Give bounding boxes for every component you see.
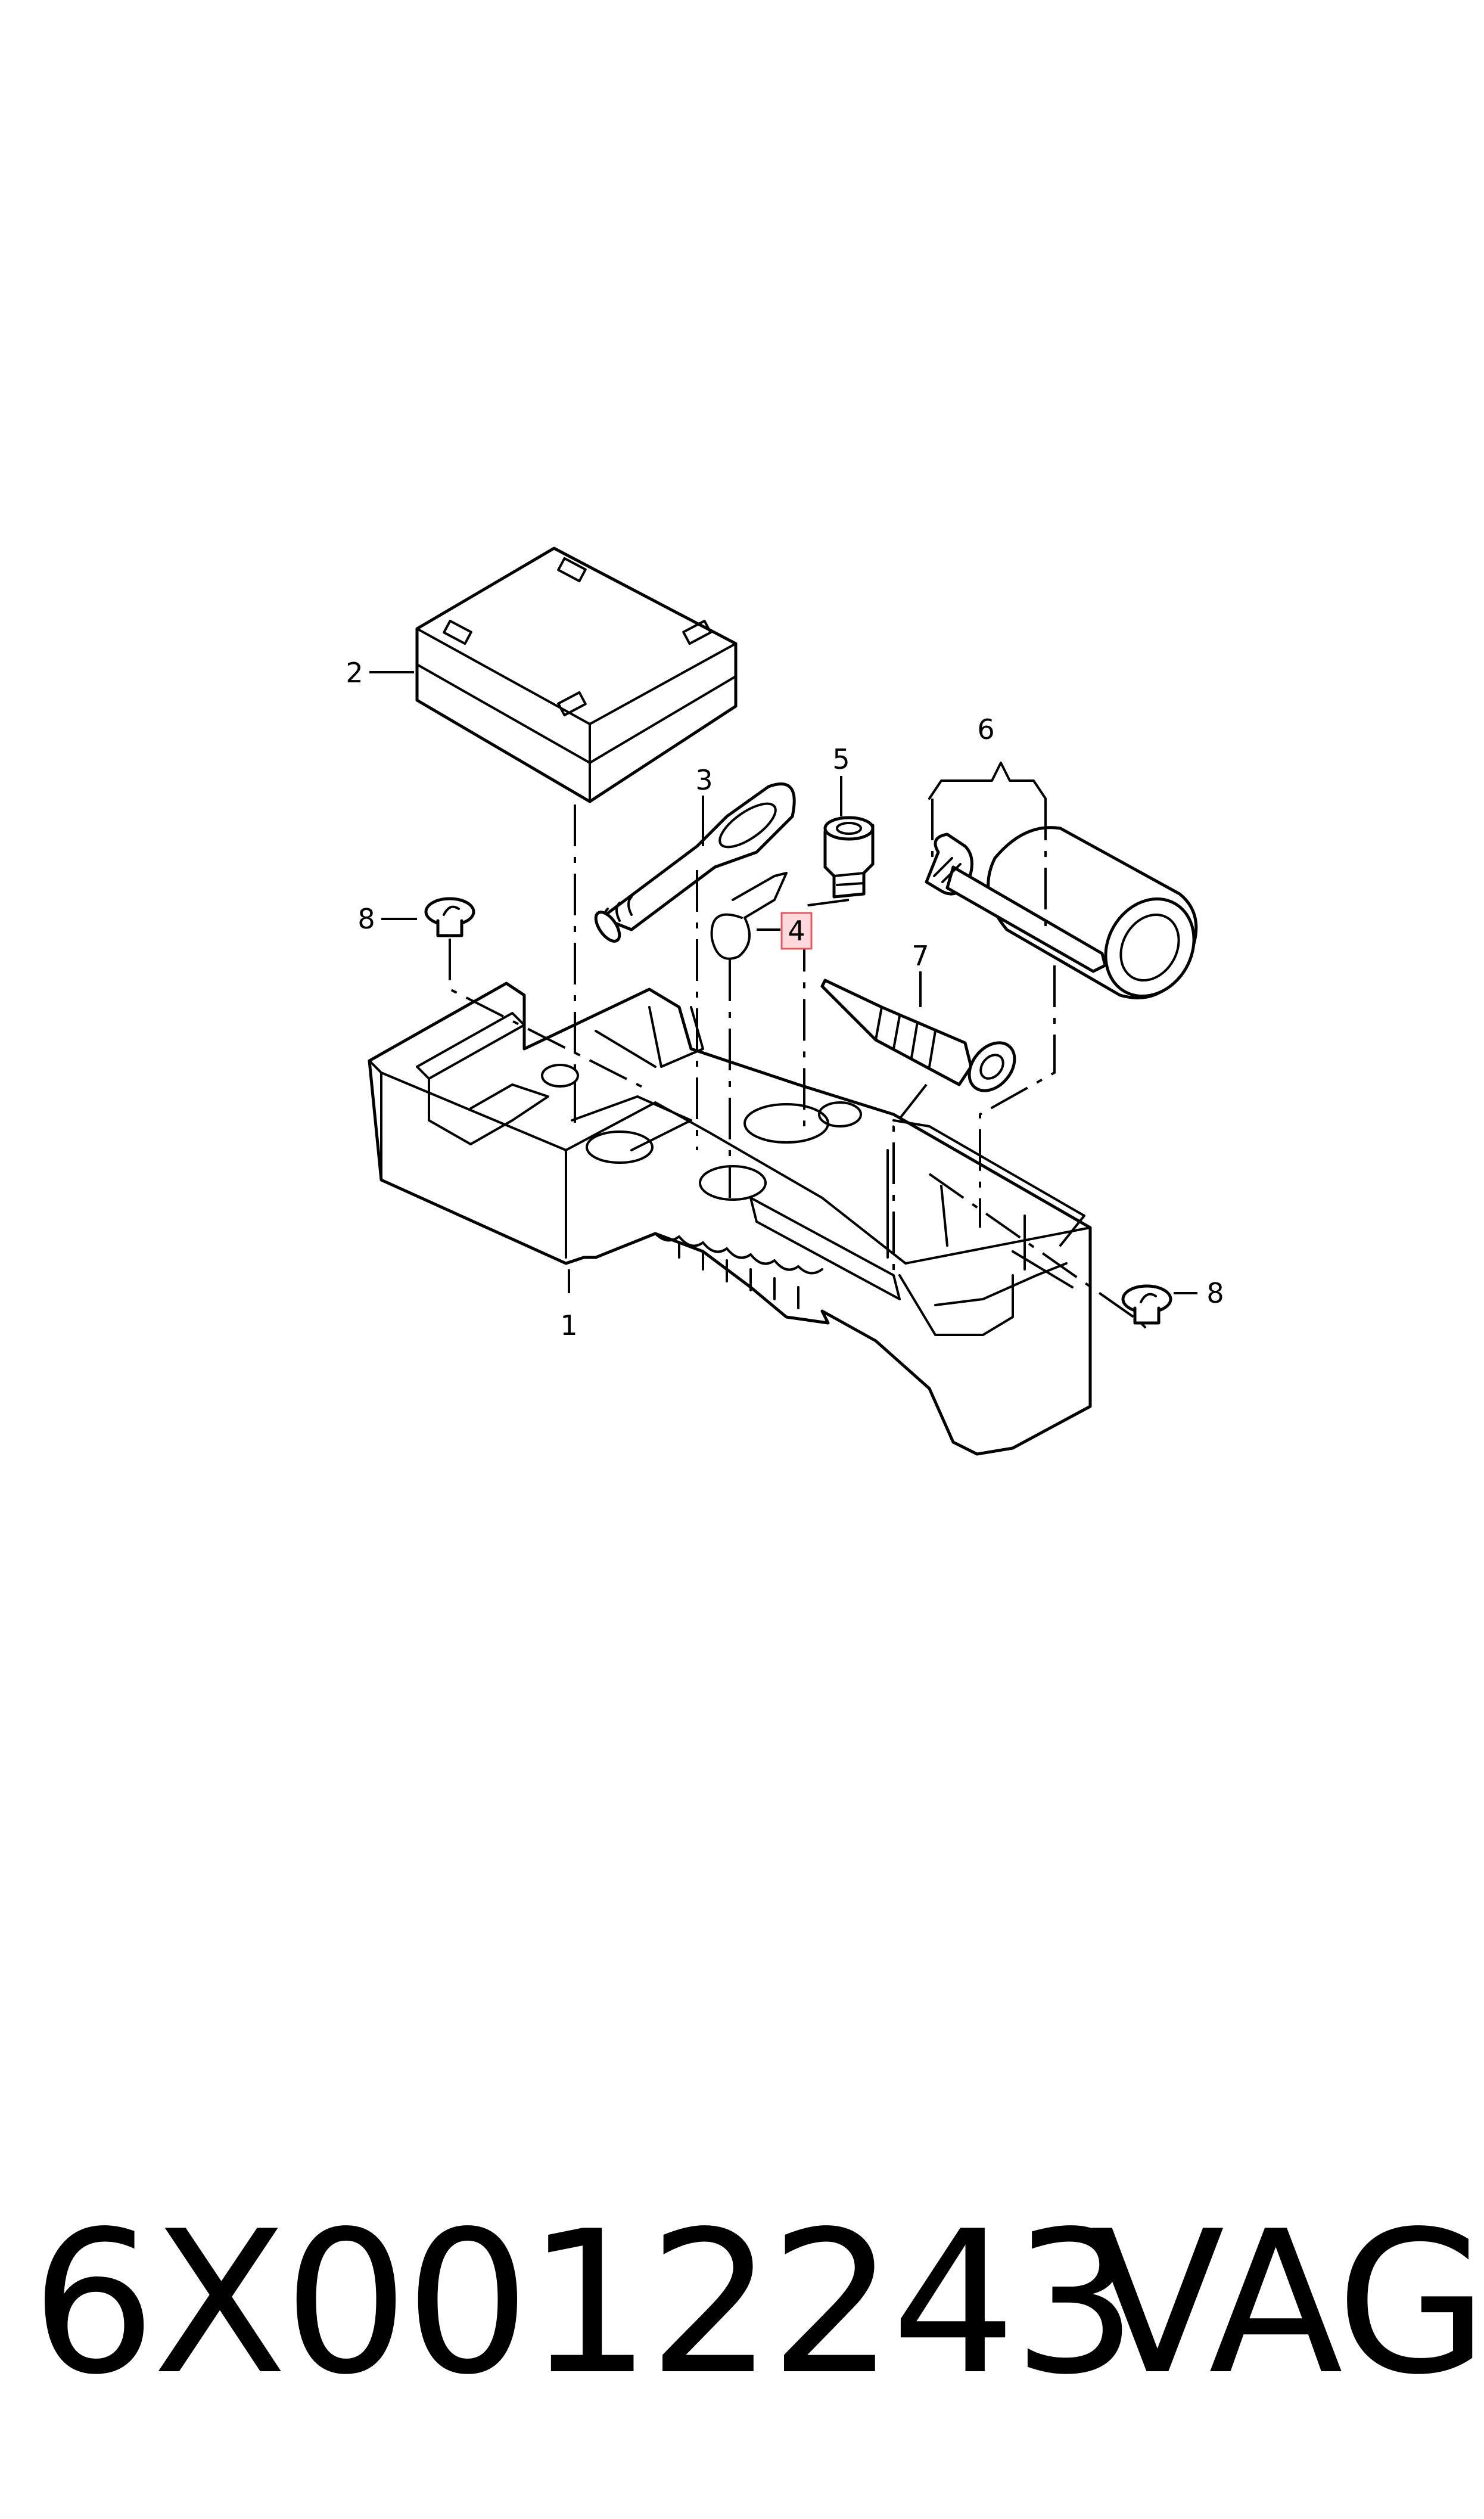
push-clip-part-8-right bbox=[1121, 1284, 1172, 1325]
push-clip-part-8-left bbox=[424, 897, 475, 937]
callout-4: 4 bbox=[788, 915, 805, 947]
tool-tray-part-1 bbox=[368, 981, 1092, 1456]
adapter-part-5 bbox=[823, 816, 875, 899]
assembly-lines bbox=[449, 799, 1148, 1330]
callout-labels: 1 2 3 4 5 6 7 8 8 bbox=[346, 657, 1224, 1341]
callout-7: 7 bbox=[911, 940, 929, 972]
callout-3: 3 bbox=[695, 764, 713, 796]
part-number: 6X0012243 bbox=[31, 2189, 1138, 2418]
callout-4-highlight bbox=[780, 912, 813, 950]
socket-wrench-part-6 bbox=[925, 762, 1198, 999]
brand-name: VAG bbox=[1090, 2189, 1484, 2418]
callout-1: 1 bbox=[560, 1309, 577, 1341]
leader-lines bbox=[369, 671, 1197, 1294]
storage-box-part-2 bbox=[415, 546, 738, 803]
callout-8-right: 8 bbox=[1206, 1277, 1224, 1309]
callout-8-left: 8 bbox=[357, 903, 375, 935]
towing-eye-part-3 bbox=[594, 782, 796, 943]
callout-5: 5 bbox=[832, 743, 850, 775]
screwdriver-part-7 bbox=[820, 979, 1016, 1092]
callout-6: 6 bbox=[977, 713, 994, 746]
wire-clip-part-4 bbox=[710, 872, 788, 960]
callout-2: 2 bbox=[346, 657, 363, 689]
